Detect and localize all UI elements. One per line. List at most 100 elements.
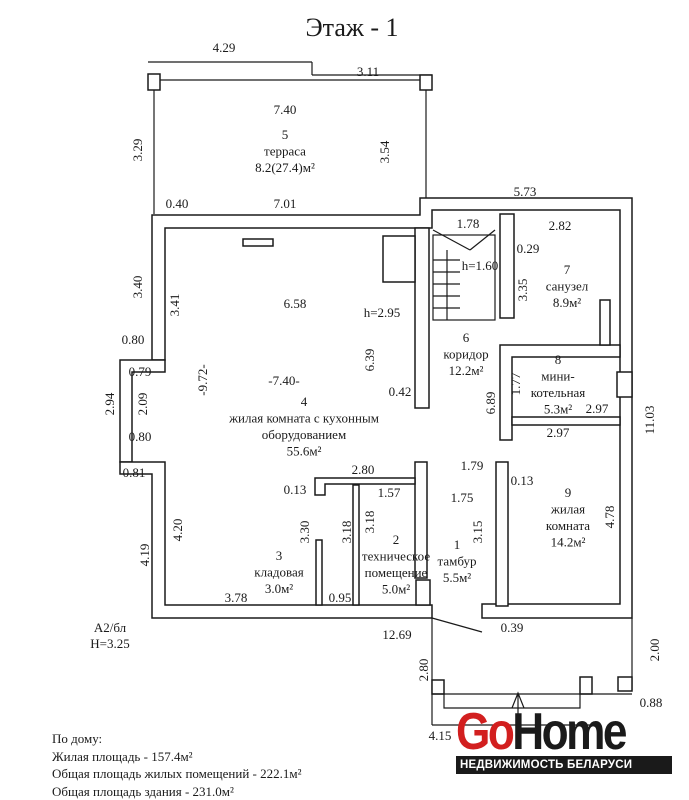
total-living-area: Общая площадь жилых помещений - 222.1м² xyxy=(52,766,302,781)
terrace-outline xyxy=(147,61,433,214)
dimension-label: 3.30 xyxy=(297,521,312,544)
dimension-label: 2.97 xyxy=(547,425,570,440)
room-label-8: 8 мини-котельная 5.3м² xyxy=(531,352,586,417)
dimension-label: 0.80 xyxy=(122,332,145,347)
dimension-label: 3.78 xyxy=(225,590,248,605)
room-number: 4 xyxy=(301,394,308,409)
dimension-label: 4.19 xyxy=(137,544,152,567)
room-name: мини- xyxy=(541,369,574,384)
dimension-label: 2.00 xyxy=(647,639,662,662)
living-area: Жилая площадь - 157.4м² xyxy=(52,748,193,764)
dimension-label: 0.29 xyxy=(517,241,540,256)
dimension-label: 6.39 xyxy=(362,349,377,372)
dimension-label: 1.77 xyxy=(508,372,523,395)
dimension-label: 0.95 xyxy=(329,590,352,605)
dimension-label: 2.82 xyxy=(549,218,572,233)
room-area: 3.0м² xyxy=(265,581,293,596)
porch xyxy=(431,618,633,726)
dimension-label: 2.80 xyxy=(352,462,375,477)
room-number: 1 xyxy=(454,537,461,552)
room-name2: котельная xyxy=(531,385,586,400)
gohome-logo: GoHome НЕДВИЖИМОСТЬ БЕЛАРУСИ xyxy=(456,706,672,774)
dimension-label: 3.54 xyxy=(377,140,392,163)
dimension-label: 4.15 xyxy=(429,728,452,743)
dimension-label: 1.78 xyxy=(457,216,480,231)
dimension-label: h=2.95 xyxy=(364,305,401,320)
dimension-label: 0.39 xyxy=(501,620,524,635)
room-name: терраса xyxy=(264,144,306,159)
room-area: 5.5м² xyxy=(443,570,471,585)
construction-class: А2/бл xyxy=(94,620,127,635)
dimension-label: 1.75 xyxy=(451,490,474,505)
room-name: санузел xyxy=(546,279,589,294)
area-summary: По дому: Жилая площадь - 157.4м² Общая п… xyxy=(52,730,302,800)
dimension-label: 3.18 xyxy=(339,521,354,544)
dimension-label: 3.11 xyxy=(357,64,379,79)
room-area: 8.2(27.4)м² xyxy=(255,160,315,175)
room-number: 9 xyxy=(565,485,572,500)
room-area: 14.2м² xyxy=(551,535,586,550)
dimension-label: 4.29 xyxy=(213,40,236,55)
dimension-label: 3.15 xyxy=(470,521,485,544)
room-number: 5 xyxy=(282,127,289,142)
ceiling-height: H=3.25 xyxy=(90,636,129,651)
room-name: коридор xyxy=(443,347,488,362)
dimension-label: 3.29 xyxy=(130,139,145,162)
dimension-label: 2.09 xyxy=(135,393,150,416)
walls xyxy=(119,197,633,633)
room-name: техническое xyxy=(362,549,430,564)
dimension-label: 0.88 xyxy=(640,695,663,710)
room-number: 2 xyxy=(393,532,400,547)
room-name: жилая xyxy=(550,502,585,517)
room-name: кладовая xyxy=(254,565,303,580)
room-area: 5.0м² xyxy=(382,582,410,597)
dimension-label: 12.69 xyxy=(382,627,411,642)
dimension-label: 2.94 xyxy=(102,392,117,415)
dimension-label: 2.80 xyxy=(416,659,431,682)
dimension-label: 0.13 xyxy=(284,482,307,497)
dimension-label: 3.40 xyxy=(130,276,145,299)
logo-tagline: НЕДВИЖИМОСТЬ БЕЛАРУСИ xyxy=(456,756,672,774)
dimension-label: 4.78 xyxy=(602,506,617,529)
room-number: 7 xyxy=(564,262,571,277)
dimension-label: 7.01 xyxy=(274,196,297,211)
plan-title: Этаж - 1 xyxy=(305,13,398,42)
room-area: 8.9м² xyxy=(553,295,581,310)
dimension-label: 3.35 xyxy=(515,279,530,302)
summary-heading: По дому: xyxy=(52,731,103,746)
dimension-label: 2.97 xyxy=(586,401,609,416)
staircase xyxy=(432,229,496,321)
room-area: 55.6м² xyxy=(287,444,322,459)
room-name2: помещение xyxy=(365,565,428,580)
room-number: 8 xyxy=(555,352,562,367)
dimension-label: 3.18 xyxy=(362,511,377,534)
dimension-label: 3.41 xyxy=(167,294,182,317)
dimension-label: 5.73 xyxy=(514,184,537,199)
dimension-label: 6.89 xyxy=(483,392,498,415)
dimension-label: 1.57 xyxy=(378,485,401,500)
dimension-label: -9.72- xyxy=(195,364,210,395)
logo-home: Home xyxy=(512,703,627,761)
room-name2: оборудованием xyxy=(262,427,346,442)
room-name: жилая комната с кухонным xyxy=(228,411,379,426)
dimension-label: 0.42 xyxy=(389,384,412,399)
dimension-label: 0.80 xyxy=(129,429,152,444)
logo-go: Go xyxy=(456,703,515,761)
room-area: 5.3м² xyxy=(544,402,572,417)
dimension-label: 0.81 xyxy=(123,465,146,480)
dimension-label: 6.58 xyxy=(284,296,307,311)
dimension-label: 0.13 xyxy=(511,473,534,488)
dimension-label: 0.79 xyxy=(129,364,152,379)
dimension-label: 11.03 xyxy=(642,406,657,435)
room-number: 3 xyxy=(276,548,283,563)
dimension-label: 1.79 xyxy=(461,458,484,473)
room-name: тамбур xyxy=(438,554,477,569)
